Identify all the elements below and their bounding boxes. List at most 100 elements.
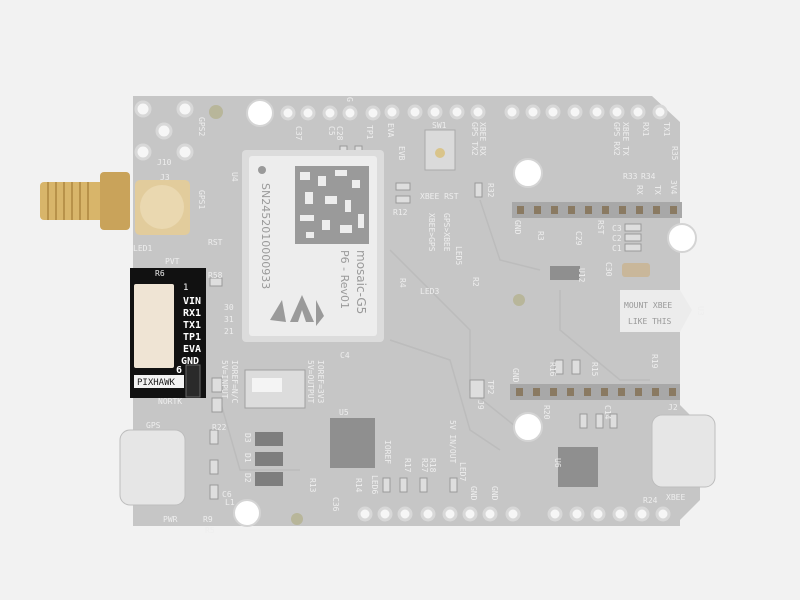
label-rx: RX xyxy=(635,185,644,195)
label-xbee-rst: XBEE RST xyxy=(420,192,459,201)
label-c30: C30 xyxy=(604,262,613,277)
label-r5: R5 xyxy=(205,526,215,535)
label-3v4: 3V4 xyxy=(669,180,678,195)
label-like-this: LIKE THIS xyxy=(628,317,672,326)
label-r19: R19 xyxy=(650,354,659,369)
label-r2: R2 xyxy=(471,277,480,287)
label-j3: J3 xyxy=(160,173,170,182)
u5-regulator xyxy=(330,418,375,468)
label-r24: R24 xyxy=(643,496,658,505)
label-r16: R16 xyxy=(548,362,557,377)
label-rx1: RX1 xyxy=(641,122,650,137)
label-c4: C4 xyxy=(340,351,350,360)
capacitor-c30 xyxy=(622,263,650,277)
label-g: G xyxy=(345,97,354,102)
pixhawk-connector-highlight: PIXHAWK 1 VIN RX1 TX1 TP1 EVA GND 6 R6 R… xyxy=(130,268,234,398)
label-gps: GPS xyxy=(146,421,161,430)
mounting-holes xyxy=(233,99,697,527)
label-ioref: IOREF xyxy=(383,440,392,464)
top-pin-holes xyxy=(134,100,668,161)
label-ioref-nc: IOREF=N/C xyxy=(230,360,239,404)
label-5v-output: 5V=OUTPUT xyxy=(306,360,315,404)
label-c29: C29 xyxy=(574,231,583,246)
ref-r58: R58 xyxy=(208,271,223,280)
label-ioref-3v3: IOREF=3V3 xyxy=(316,360,325,404)
label-c3: C3 xyxy=(612,224,622,233)
label-r34: R34 xyxy=(641,172,656,181)
diodes xyxy=(255,432,283,486)
slide-switch xyxy=(244,369,306,409)
label-evb: EVB xyxy=(397,146,406,161)
label-tx1: TX1 xyxy=(662,122,671,137)
usb-c-gps-port[interactable] xyxy=(119,429,186,506)
ref-r6: R6 xyxy=(155,269,165,278)
label-5v-inout: 5V IN/OUT xyxy=(448,420,457,464)
label-c14: C14 xyxy=(603,405,612,420)
label-pvt: PVT xyxy=(165,257,180,266)
label-gps-tx2: GPS TX2 xyxy=(470,122,479,156)
label-r33: R33 xyxy=(623,172,638,181)
pin-rx1: RX1 xyxy=(183,308,201,319)
label-u6: U6 xyxy=(553,458,562,468)
label-c2: C2 xyxy=(612,234,622,243)
label-xbee: XBEE xyxy=(666,493,685,502)
pin-vin: VIN xyxy=(183,296,201,307)
label-pwr: PWR xyxy=(163,515,178,524)
label-tp2: TP2 xyxy=(486,380,495,395)
module-serial: SN2452010000933 xyxy=(259,183,272,289)
label-mount-xbee: MOUNT XBEE xyxy=(624,301,672,310)
button-sw1[interactable] xyxy=(424,129,456,171)
data-matrix-code xyxy=(295,166,369,244)
label-u12: U12 xyxy=(577,268,586,283)
label-l1: L1 xyxy=(225,498,235,507)
label-xbee-rx: XBEE RX xyxy=(478,122,487,156)
label-c37: C37 xyxy=(294,126,303,141)
label-gps-xbee: GPS>XBEE xyxy=(442,213,451,252)
label-rst-header: RST xyxy=(596,220,605,235)
pin-tx1: TX1 xyxy=(183,320,201,331)
pin-tp1: TP1 xyxy=(183,332,201,343)
via xyxy=(291,513,303,525)
top-header xyxy=(512,202,682,218)
label-sw1: SW1 xyxy=(432,121,447,130)
silkscreen-labels: GPS2 J10 J3 GPS1 LED1 PVT RST U4 C37 C28… xyxy=(133,97,705,535)
label-j2: J2 xyxy=(668,403,678,412)
label-gnd-2: GND xyxy=(490,486,499,501)
label-led1: LED1 xyxy=(133,244,152,253)
label-c28: C28 xyxy=(335,126,344,141)
label-r3: R3 xyxy=(536,231,545,241)
via xyxy=(209,105,223,119)
label-eva: EVA xyxy=(386,123,395,138)
ref-21: 21 xyxy=(224,327,234,336)
label-c1: C1 xyxy=(612,244,622,253)
label-d3: D3 xyxy=(243,433,252,443)
label-d2: D2 xyxy=(243,473,252,483)
label-r15: R15 xyxy=(590,362,599,377)
mount-xbee-note-bg xyxy=(620,290,692,332)
label-r27: R27 xyxy=(420,458,429,473)
gnss-module: SN2452010000933 mosaic-G5 P6 - Rev01 xyxy=(242,150,384,342)
label-r4: R4 xyxy=(398,278,407,288)
label-r14: R14 xyxy=(354,478,363,493)
label-u3: U3 xyxy=(696,306,705,316)
label-gps1: GPS1 xyxy=(197,190,206,209)
label-gnd-1: GND xyxy=(469,486,478,501)
label-tp1: TP1 xyxy=(365,125,374,140)
label-gps-rx2: GPS RX2 xyxy=(612,122,621,156)
bottom-pin-holes xyxy=(357,506,671,522)
ref-31: 31 xyxy=(224,315,234,324)
label-r12: R12 xyxy=(393,208,408,217)
pin-eva: EVA xyxy=(183,344,201,355)
module-revision: P6 - Rev01 xyxy=(338,250,351,309)
pin-gnd: GND xyxy=(181,356,199,367)
via xyxy=(513,294,525,306)
label-gps2: GPS2 xyxy=(197,117,206,136)
label-led6: LED6 xyxy=(370,475,379,494)
pixhawk-jst-connector[interactable] xyxy=(134,284,174,368)
usb-c-xbee-port[interactable] xyxy=(651,414,716,488)
label-j10: J10 xyxy=(157,158,172,167)
u6-chip xyxy=(558,447,598,487)
module-name: mosaic-G5 xyxy=(354,250,368,314)
label-r35: R35 xyxy=(670,146,679,161)
label-r20: R20 xyxy=(542,405,551,420)
